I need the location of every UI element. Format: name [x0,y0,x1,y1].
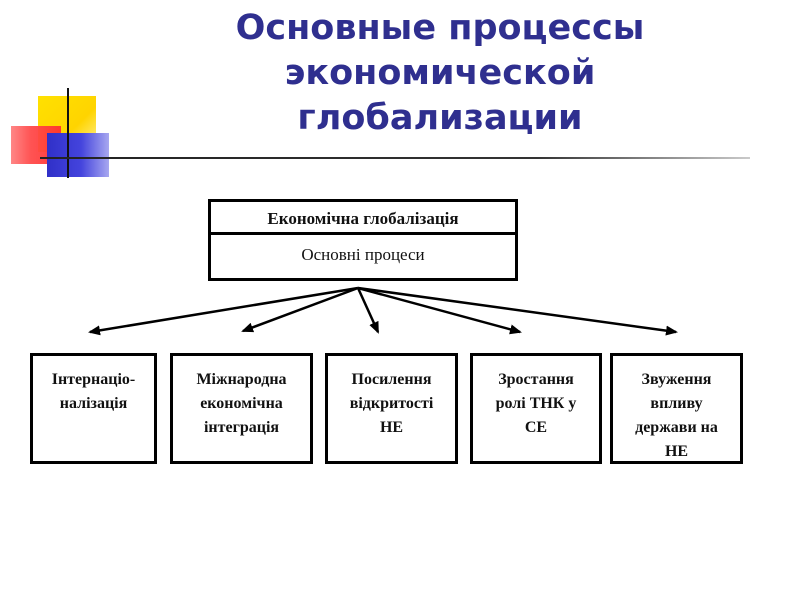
child-node-integration: Міжнародна економічна інтеграція [170,353,313,464]
title-line-2: экономической [284,53,596,93]
root-header: Економічна глобалізація [211,202,515,235]
child-node-state-influence: Звуження впливу держави на НЕ [610,353,743,464]
title-line-3: глобализации [297,98,583,138]
arrow-to-child-2 [241,286,359,333]
root-subheader: Основні процеси [301,245,425,264]
slide-title: Основные процессы экономической глобализ… [170,6,710,141]
child-node-label: Посилення відкритості НЕ [349,371,434,436]
arrow-to-child-4 [357,286,522,335]
decor-blue-square [47,133,109,177]
arrow-to-child-1 [88,286,359,336]
child-node-openness: Посилення відкритості НЕ [325,353,458,464]
child-node-label: Інтернаціо- налізація [51,371,136,412]
child-node-label: Міжнародна економічна інтеграція [196,371,287,436]
decor-vertical-line [67,88,69,178]
child-node-tnc-role: Зростання ролі ТНК у СЕ [470,353,602,464]
child-node-label: Звуження впливу держави на НЕ [635,371,718,460]
arrow-to-child-3 [356,287,380,334]
child-node-internationalization: Інтернаціо- налізація [30,353,157,464]
decor-horizontal-rule [40,157,750,159]
arrow-to-child-5 [357,286,678,336]
child-node-label: Зростання ролі ТНК у СЕ [495,371,577,436]
root-box: Економічна глобалізація Основні процеси [208,199,518,281]
title-line-1: Основные процессы [235,8,645,48]
